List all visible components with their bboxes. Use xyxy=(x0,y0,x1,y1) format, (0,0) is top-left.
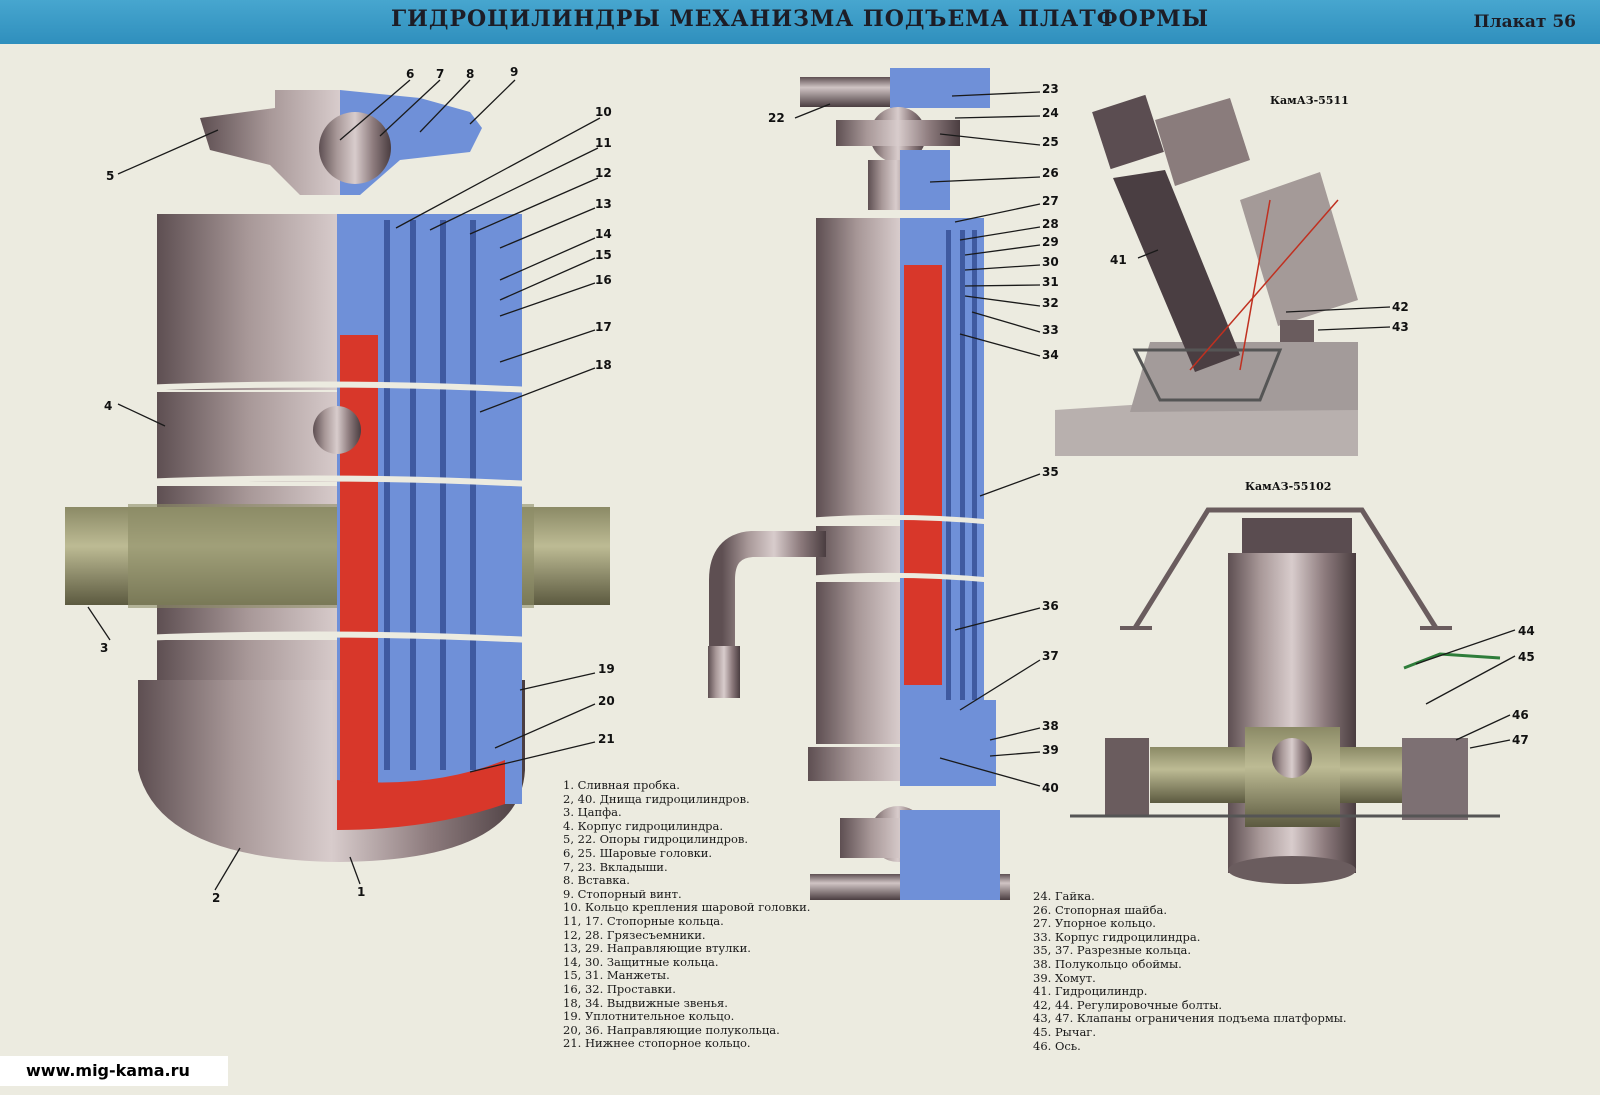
callout-30: 30 xyxy=(1042,255,1059,269)
legend-item: 33. Корпус гидроцилиндра. xyxy=(1033,929,1201,944)
page-title: ГИДРОЦИЛИНДРЫ МЕХАНИЗМА ПОДЪЕМА ПЛАТФОРМ… xyxy=(390,6,1210,32)
model-label-5511: КамАЗ-5511 xyxy=(1270,94,1349,107)
callout-26: 26 xyxy=(1042,166,1059,180)
callout-32: 32 xyxy=(1042,296,1059,310)
legend-item: 16, 32. Проставки. xyxy=(563,981,676,996)
callout-3: 3 xyxy=(100,641,108,655)
parts-legend-left: 1. Сливная пробка. 2, 40. Днища гидроцил… xyxy=(563,778,811,1051)
callout-20: 20 xyxy=(598,694,615,708)
callout-35: 35 xyxy=(1042,465,1059,479)
callout-43: 43 xyxy=(1392,320,1409,334)
callout-41: 41 xyxy=(1110,253,1127,267)
legend-item: 35, 37. Разрезные кольца. xyxy=(1033,943,1192,958)
callout-16: 16 xyxy=(595,273,612,287)
callout-37: 37 xyxy=(1042,649,1059,663)
callout-44: 44 xyxy=(1518,624,1535,638)
legend-item: 3. Цапфа. xyxy=(563,805,622,820)
poster-number: Плакат 56 xyxy=(1473,12,1576,32)
legend-item: 20, 36. Направляющие полукольца. xyxy=(563,1022,780,1037)
diagram-canvas: 1 2 3 4 5 6 7 8 9 10 11 12 13 14 15 16 1… xyxy=(65,65,1535,905)
kamaz-55102-mounting-view xyxy=(1070,507,1501,884)
callout-38: 38 xyxy=(1042,719,1059,733)
callout-23: 23 xyxy=(1042,82,1059,96)
legend-item: 12, 28. Грязесъемники. xyxy=(563,927,706,942)
legend-item: 24. Гайка. xyxy=(1033,889,1095,903)
legend-item: 14, 30. Защитные кольца. xyxy=(563,954,719,969)
legend-item: 27. Упорное кольцо. xyxy=(1033,916,1156,931)
legend-item: 2, 40. Днища гидроцилиндров. xyxy=(563,791,750,806)
callout-14: 14 xyxy=(595,227,612,241)
legend-item: 18, 34. Выдвижные звенья. xyxy=(563,995,728,1010)
legend-item: 9. Стопорный винт. xyxy=(563,886,682,901)
callout-25: 25 xyxy=(1042,135,1059,149)
callout-17: 17 xyxy=(595,320,612,334)
legend-item: 5, 22. Опоры гидроцилиндров. xyxy=(563,832,749,847)
legend-item: 13, 29. Направляющие втулки. xyxy=(563,941,751,956)
callout-18: 18 xyxy=(595,358,612,372)
callout-34: 34 xyxy=(1042,348,1059,362)
callout-21: 21 xyxy=(598,732,615,746)
callout-42: 42 xyxy=(1392,300,1409,314)
callout-31: 31 xyxy=(1042,275,1059,289)
legend-item: 39. Хомут. xyxy=(1033,970,1096,985)
legend-item: 15, 31. Манжеты. xyxy=(563,968,670,983)
parts-legend-right: 24. Гайка. 26. Стопорная шайба. 27. Упор… xyxy=(1033,889,1347,1053)
telescopic-cylinder-cutaway xyxy=(708,68,1010,900)
callout-10: 10 xyxy=(595,105,612,119)
legend-item: 38. Полукольцо обоймы. xyxy=(1033,956,1182,971)
callout-22: 22 xyxy=(768,111,785,125)
legend-item: 45. Рычаг. xyxy=(1033,1024,1096,1039)
callout-11: 11 xyxy=(595,136,612,150)
legend-item: 7, 23. Вкладыши. xyxy=(563,859,668,874)
callout-numbers: 1 2 3 4 5 6 7 8 9 10 11 12 13 14 15 16 1… xyxy=(100,65,1535,905)
legend-item: 26. Стопорная шайба. xyxy=(1033,902,1168,917)
kamaz-5511-mounting-view xyxy=(1055,94,1358,456)
header-bar: ГИДРОЦИЛИНДРЫ МЕХАНИЗМА ПОДЪЕМА ПЛАТФОРМ… xyxy=(0,0,1600,44)
leader-lines xyxy=(87,79,1516,891)
callout-27: 27 xyxy=(1042,194,1059,208)
callout-29: 29 xyxy=(1042,235,1059,249)
callout-9: 9 xyxy=(510,65,518,79)
callout-13: 13 xyxy=(595,197,612,211)
callout-4: 4 xyxy=(104,399,112,413)
model-label-55102: КамАЗ-55102 xyxy=(1245,480,1331,493)
callout-7: 7 xyxy=(436,67,444,81)
legend-item: 46. Ось. xyxy=(1033,1038,1081,1053)
callout-45: 45 xyxy=(1518,650,1535,664)
legend-item: 1. Сливная пробка. xyxy=(563,778,680,792)
legend-item: 43, 47. Клапаны ограничения подъема плат… xyxy=(1033,1011,1347,1026)
callout-47: 47 xyxy=(1512,733,1529,747)
legend-item: 4. Корпус гидроцилиндра. xyxy=(563,818,724,833)
callout-8: 8 xyxy=(466,67,474,81)
large-cylinder-cutaway xyxy=(65,90,610,862)
legend-item: 11, 17. Стопорные кольца. xyxy=(563,913,724,928)
legend-item: 41. Гидроцилиндр. xyxy=(1033,984,1148,999)
callout-40: 40 xyxy=(1042,781,1059,795)
legend-item: 19. Уплотнительное кольцо. xyxy=(563,1009,735,1024)
legend-item: 10. Кольцо крепления шаровой головки. xyxy=(563,900,811,915)
callout-46: 46 xyxy=(1512,708,1529,722)
website-link[interactable]: www.mig-kama.ru xyxy=(0,1056,228,1086)
callout-1: 1 xyxy=(357,885,365,899)
legend-item: 6, 25. Шаровые головки. xyxy=(563,845,713,860)
legend-item: 42, 44. Регулировочные болты. xyxy=(1033,997,1223,1012)
callout-5: 5 xyxy=(106,169,114,183)
callout-36: 36 xyxy=(1042,599,1059,613)
callout-39: 39 xyxy=(1042,743,1059,757)
legend-item: 8. Вставка. xyxy=(563,873,630,888)
callout-19: 19 xyxy=(598,662,615,676)
callout-33: 33 xyxy=(1042,323,1059,337)
callout-15: 15 xyxy=(595,248,612,262)
callout-28: 28 xyxy=(1042,217,1059,231)
callout-2: 2 xyxy=(212,891,220,905)
callout-6: 6 xyxy=(406,67,414,81)
callout-24: 24 xyxy=(1042,106,1059,120)
legend-item: 21. Нижнее стопорное кольцо. xyxy=(563,1036,751,1051)
callout-12: 12 xyxy=(595,166,612,180)
